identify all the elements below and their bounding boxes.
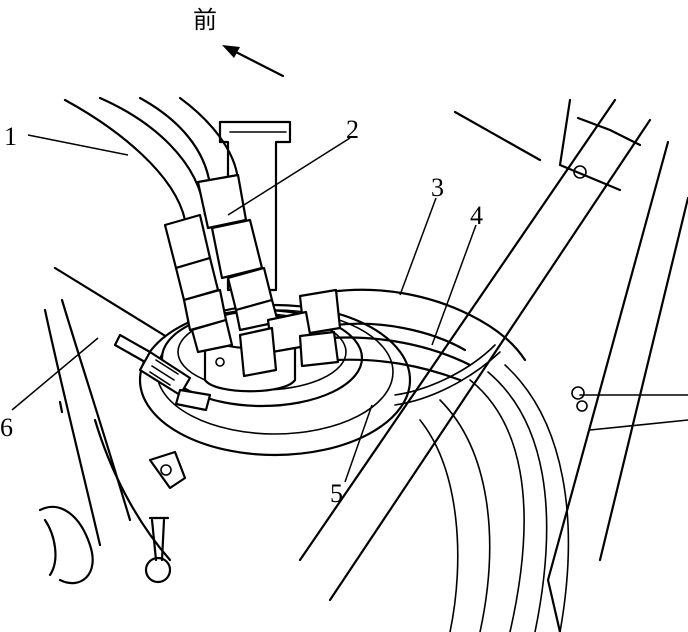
direction-arrow: [230, 48, 285, 78]
cable-bundle: [419, 364, 570, 632]
callout-3: 3: [431, 173, 444, 202]
direction-indicator: 前: [193, 6, 285, 78]
callout-5: 5: [330, 479, 343, 508]
direction-label: 前: [193, 6, 217, 34]
small-pipe: [394, 344, 501, 406]
sensor-probe: [113, 333, 212, 412]
callout-1: 1: [4, 122, 17, 151]
left-rails: [38, 266, 182, 585]
side-hoses: [238, 288, 527, 382]
callout-6: 6: [0, 413, 13, 442]
direction-arrowhead: [222, 45, 240, 58]
leader-lines: [11, 134, 477, 483]
callouts: 1 2 3 4 5 6: [0, 115, 483, 508]
callout-2: 2: [346, 115, 359, 144]
callout-4: 4: [470, 201, 483, 230]
